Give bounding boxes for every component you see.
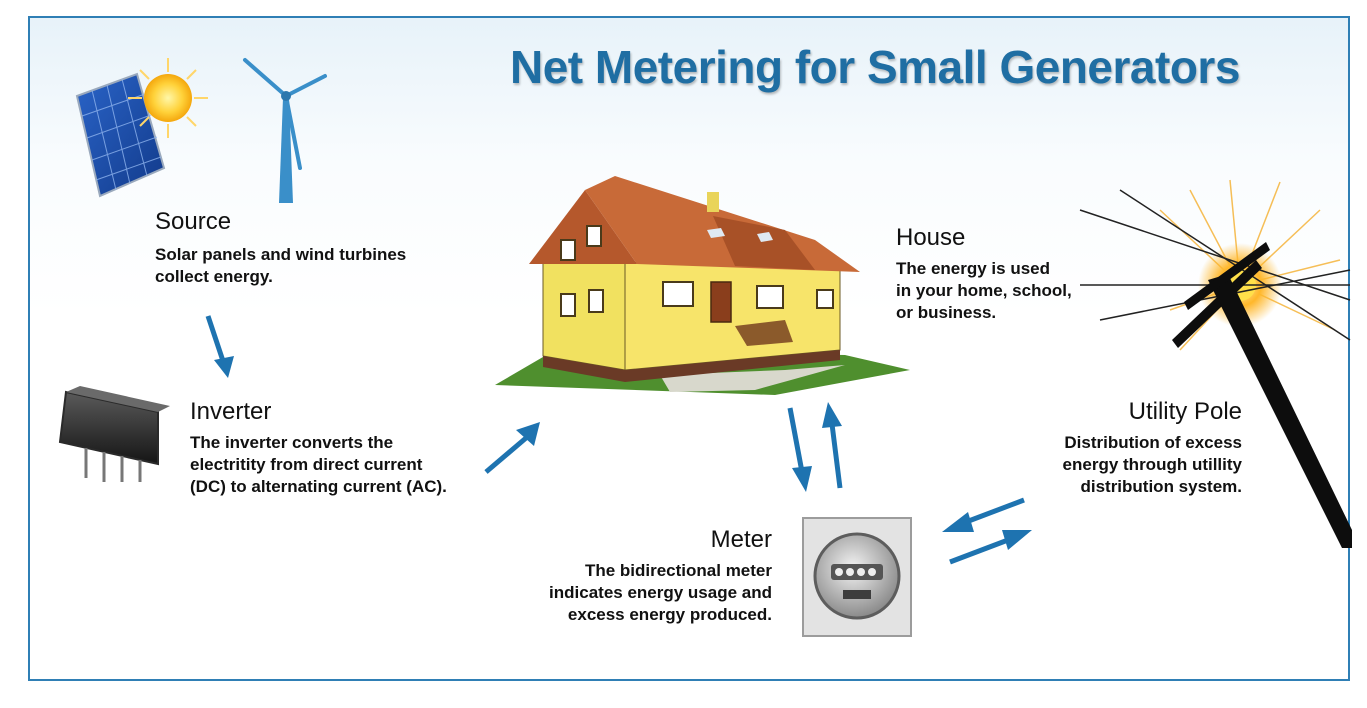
- diagram-title: Net Metering for Small Generators: [510, 41, 1240, 93]
- house-description: The energy is used in your home, school,…: [896, 258, 1072, 324]
- inverter-line: The inverter converts the: [190, 433, 394, 452]
- meter-icon: [802, 517, 912, 637]
- arrow-right-icon: [949, 530, 1032, 565]
- utility-pole-line: Distribution of excess: [1064, 433, 1242, 452]
- meter-description: The bidirectional meter indicates energy…: [470, 560, 772, 626]
- wind-turbine-icon: [243, 58, 327, 203]
- sun-icon: [128, 58, 208, 138]
- house-line: in your home, school,: [896, 281, 1072, 300]
- house-heading: House: [896, 224, 966, 251]
- meter-heading: Meter: [710, 526, 772, 553]
- inverter-description: The inverter converts the electritity fr…: [190, 432, 447, 498]
- house-line: The energy is used: [896, 259, 1050, 278]
- meter-line: excess energy produced.: [567, 605, 772, 624]
- inverter-line: electritity from direct current: [190, 455, 423, 474]
- inverter-line: (DC) to alternating current (AC).: [190, 477, 447, 496]
- meter-line: indicates energy usage and: [549, 583, 772, 602]
- inverter-icon: [58, 386, 170, 482]
- source-heading: Source: [155, 208, 232, 235]
- house-icon: [495, 176, 910, 395]
- utility-pole-line: energy through utillity: [1062, 455, 1242, 474]
- source-line: Solar panels and wind turbines: [155, 245, 407, 264]
- source-line: collect energy.: [155, 267, 273, 286]
- meter-line: The bidirectional meter: [584, 561, 772, 580]
- inverter-heading: Inverter: [190, 398, 272, 425]
- utility-pole-description: Distribution of excess energy through ut…: [960, 432, 1242, 498]
- arrow-up-right-icon: [484, 422, 540, 474]
- arrow-up-icon: [822, 402, 843, 489]
- utility-pole-icon: [1079, 179, 1352, 548]
- solar-panel-icon: [75, 72, 166, 198]
- arrow-left-icon: [942, 497, 1025, 532]
- source-description: Solar panels and wind turbines collect e…: [155, 244, 406, 288]
- house-line: or business.: [896, 303, 997, 322]
- utility-pole-heading: Utility Pole: [1128, 398, 1242, 425]
- arrow-down-icon: [787, 407, 812, 492]
- utility-pole-line: distribution system.: [1080, 477, 1242, 496]
- arrow-down-icon: [205, 315, 234, 378]
